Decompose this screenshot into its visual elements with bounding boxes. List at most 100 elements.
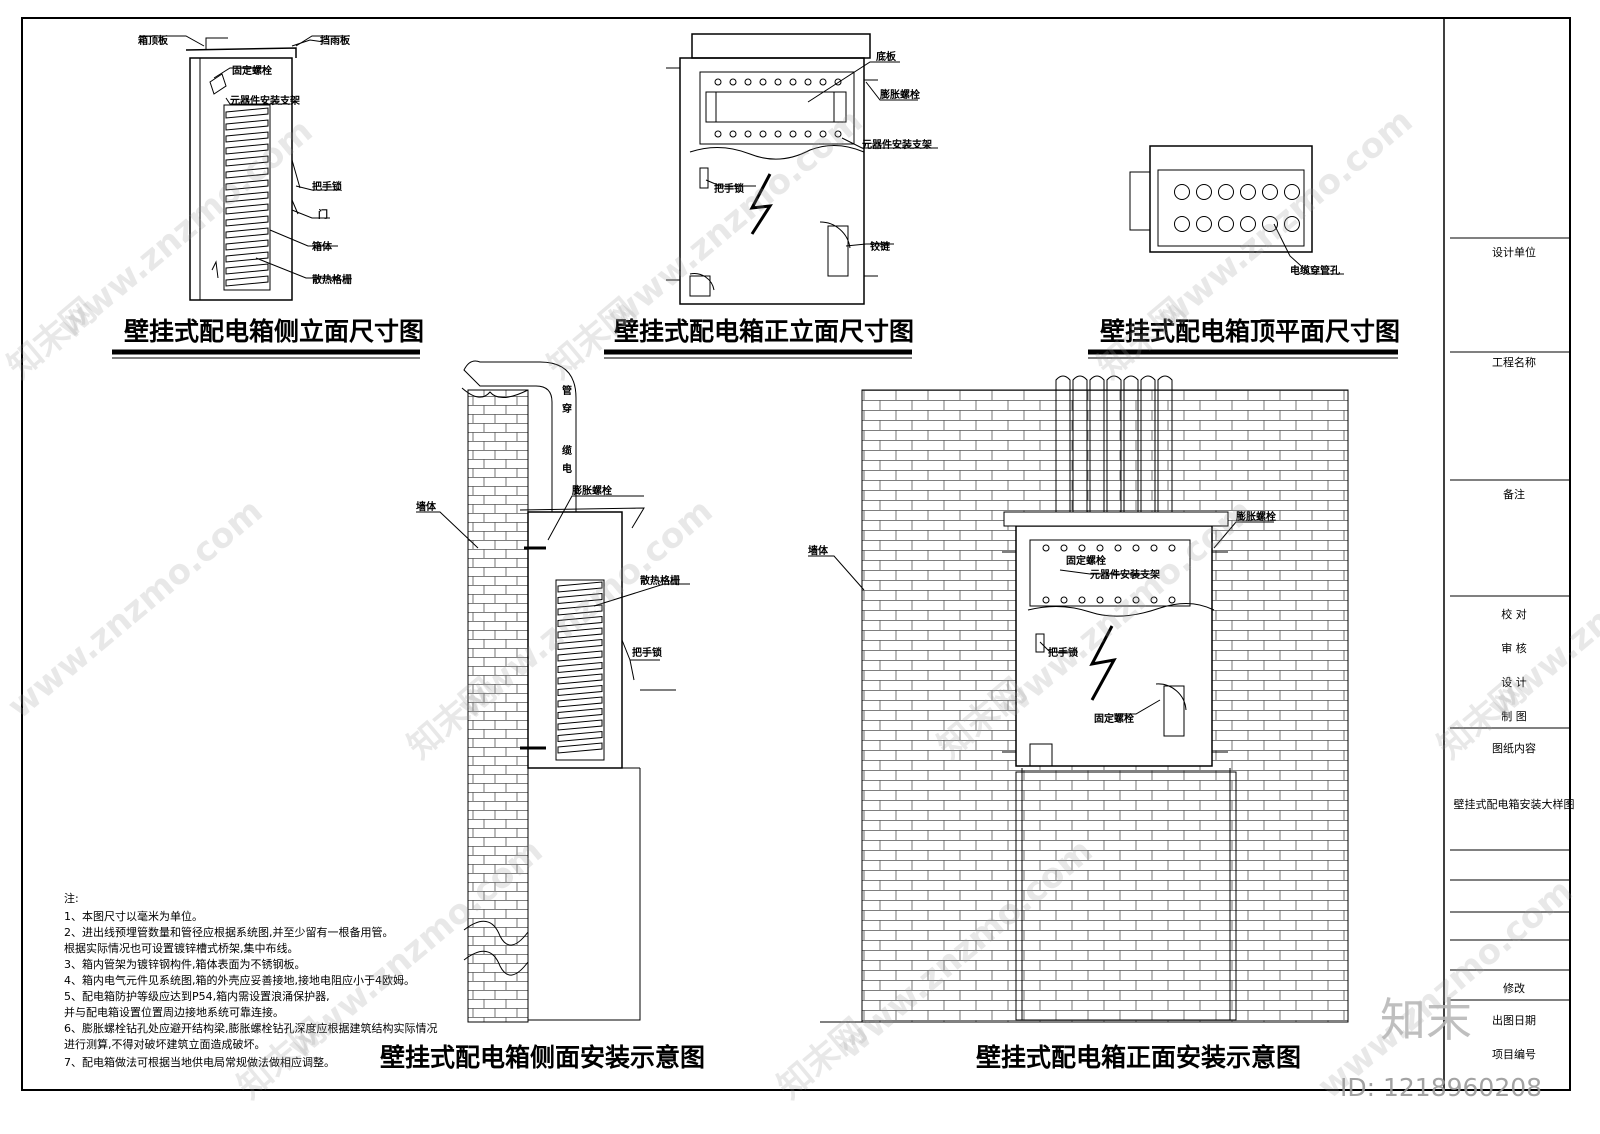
watermark-site-4: www.znzmo.com bbox=[0, 491, 270, 727]
watermark-site-3: www.znzmo.com bbox=[1150, 101, 1420, 337]
louver-slat bbox=[225, 239, 269, 251]
louver-slat bbox=[557, 661, 603, 674]
bracket-bolt bbox=[1150, 596, 1158, 604]
bracket-bolt bbox=[729, 130, 737, 138]
louver-slat bbox=[557, 696, 603, 708]
title-front-install: 壁挂式配电箱正面安装示意图 bbox=[976, 1043, 1301, 1072]
vent-louver-stack bbox=[225, 107, 269, 287]
bracket-bolt bbox=[834, 78, 842, 86]
conduit-pipe bbox=[1089, 375, 1105, 512]
label-hinge: 铰链 bbox=[870, 240, 891, 253]
watermark-layer: 知末网 www.znzmo.com 知末网 www.znzmo.com 知末网 … bbox=[0, 101, 1600, 1107]
bracket-bolt bbox=[804, 78, 812, 86]
front-install-leaders bbox=[808, 521, 1274, 715]
louver-slat bbox=[225, 131, 269, 143]
louver-slat bbox=[557, 730, 603, 743]
cable-hole bbox=[1218, 216, 1234, 232]
title-front-elevation: 壁挂式配电箱正立面尺寸图 bbox=[614, 317, 914, 346]
label-wall-side: 墙体 bbox=[416, 500, 437, 513]
cable-hole bbox=[1240, 216, 1256, 232]
bracket-bolt bbox=[744, 130, 752, 138]
watermark-site-7: www.znzmo.com bbox=[1480, 491, 1600, 727]
tb-remarks: 备注 bbox=[1503, 487, 1525, 501]
label-box-body: 箱体 bbox=[312, 240, 333, 253]
note-line-5: 4、箱内电气元件见系统图,箱的外壳应妥善接地,接地电阻应小于4欧姆。 bbox=[64, 973, 415, 987]
note-line-4: 3、箱内管架为镀锌钢构件,箱体表面为不锈钢板。 bbox=[64, 957, 306, 971]
side-elevation-diagram: 箱顶板 挡雨板 固定螺栓 元器件安装支架 把手锁 门 箱体 散热格栅 bbox=[138, 34, 352, 301]
louver-slat bbox=[557, 638, 603, 651]
bracket-bolt bbox=[714, 78, 722, 86]
label-fixing-bolt-install: 固定螺栓 bbox=[1066, 554, 1106, 567]
label-handle-lock-front: 把手锁 bbox=[714, 182, 744, 195]
watermark-id: ID: 1218960208 bbox=[1340, 1073, 1542, 1102]
conduit-pipe bbox=[1123, 375, 1139, 512]
label-pipe-cable: 管穿缆电 bbox=[562, 384, 572, 475]
notes-title: 注: bbox=[64, 891, 79, 905]
tb-drawing-name: 壁挂式配电箱安装大样图 bbox=[1454, 797, 1575, 811]
louver-slat bbox=[557, 592, 603, 605]
cable-hole-grid bbox=[1174, 184, 1300, 232]
note-line-8: 6、膨胀螺栓钻孔处应避开结构梁,膨胀螺栓钻孔深度应根据建筑结构实际情况 bbox=[64, 1021, 438, 1035]
conduit-pipe bbox=[1106, 375, 1122, 512]
note-line-7: 并与配电箱设置位置周边接地系统可靠连接。 bbox=[64, 1005, 284, 1019]
bracket-bolt-row bbox=[714, 78, 842, 138]
bracket-bolt bbox=[714, 130, 722, 138]
label-expansion-bolt-side: 膨胀螺栓 bbox=[572, 484, 612, 497]
front-install-diagram: 膨胀螺栓 固定螺栓 元器件安装支架 把手锁 固定螺栓 墙体 bbox=[808, 375, 1349, 1023]
tb-proofread: 校 对 bbox=[1501, 607, 1527, 621]
conduit-pipe bbox=[1157, 375, 1173, 512]
label-wall-front: 墙体 bbox=[808, 544, 829, 557]
bracket-bolt bbox=[729, 78, 737, 86]
louver-slat bbox=[557, 742, 603, 754]
label-component-bracket-front: 元器件安装支架 bbox=[862, 138, 932, 151]
label-fixing-bolt-install-2: 固定螺栓 bbox=[1094, 712, 1134, 725]
bracket-bolt bbox=[759, 130, 767, 138]
note-line-3: 根据实际情况也可设置镀锌槽式桥架,集中布线。 bbox=[64, 941, 299, 955]
bracket-bolt bbox=[789, 78, 797, 86]
cable-hole bbox=[1262, 216, 1278, 232]
bracket-bolt bbox=[1168, 596, 1176, 604]
bracket-bolt bbox=[1150, 544, 1158, 552]
bracket-bolt bbox=[1078, 596, 1086, 604]
watermark-site-10: www.znzmo.com bbox=[1310, 871, 1580, 1107]
side-elevation-leaders bbox=[140, 35, 350, 279]
tb-project-name: 工程名称 bbox=[1492, 355, 1536, 369]
label-top-panel: 箱顶板 bbox=[138, 34, 169, 47]
conduit-pipe bbox=[1055, 375, 1071, 512]
bracket-bolt bbox=[1042, 544, 1050, 552]
louver-slat bbox=[225, 191, 269, 203]
louver-slat bbox=[225, 263, 269, 275]
bracket-bolt bbox=[1132, 596, 1140, 604]
cable-hole bbox=[1284, 216, 1300, 232]
bracket-bolt bbox=[804, 130, 812, 138]
louver-slat bbox=[557, 707, 603, 720]
front-elevation-leaders bbox=[705, 61, 938, 247]
louver-slat bbox=[557, 604, 603, 616]
watermark-site-1: www.znzmo.com bbox=[50, 111, 320, 347]
title-side-elevation: 壁挂式配电箱侧立面尺寸图 bbox=[124, 317, 424, 346]
louver-slat bbox=[557, 615, 603, 628]
label-expansion-bolt-install: 膨胀螺栓 bbox=[1236, 510, 1276, 523]
cable-conduit-bundle bbox=[1055, 375, 1173, 512]
label-door: 门 bbox=[318, 208, 328, 221]
tb-review: 审 核 bbox=[1501, 641, 1527, 655]
cable-hole bbox=[1284, 184, 1300, 200]
label-rain-cover: 挡雨板 bbox=[320, 34, 351, 47]
tb-drafting: 制 图 bbox=[1501, 710, 1527, 723]
conduit-pipe bbox=[1072, 375, 1088, 512]
louver-slat bbox=[225, 215, 269, 227]
louver-slat bbox=[225, 155, 269, 167]
label-component-bracket-install: 元器件安装支架 bbox=[1090, 568, 1160, 581]
bracket-bolt bbox=[1132, 544, 1140, 552]
bracket-bolt bbox=[774, 130, 782, 138]
bracket-bolt bbox=[774, 78, 782, 86]
louver-slat bbox=[557, 673, 603, 685]
bracket-bolt bbox=[834, 130, 842, 138]
cable-hole bbox=[1174, 184, 1190, 200]
note-line-6: 5、配电箱防护等级应达到P54,箱内需设置浪涌保护器, bbox=[64, 989, 330, 1003]
title-side-install: 壁挂式配电箱侧面安装示意图 bbox=[380, 1043, 705, 1072]
conduit-pipe bbox=[1140, 375, 1156, 512]
bracket-bolt bbox=[789, 130, 797, 138]
